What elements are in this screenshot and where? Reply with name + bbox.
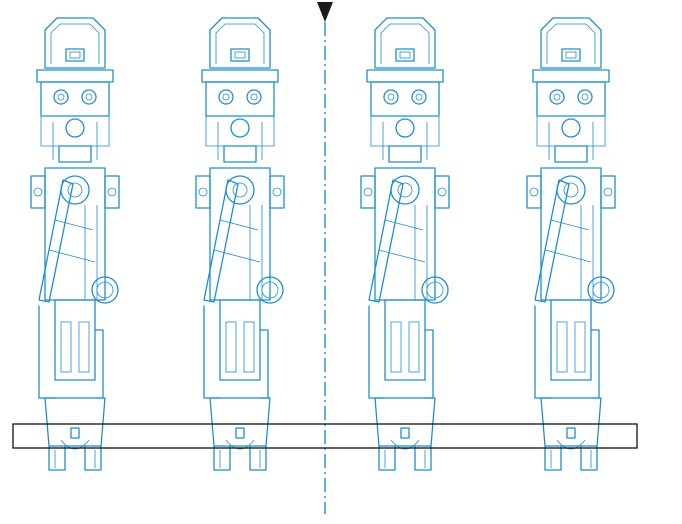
- arrow-down-icon: [317, 2, 333, 22]
- section-frame: [12, 423, 638, 449]
